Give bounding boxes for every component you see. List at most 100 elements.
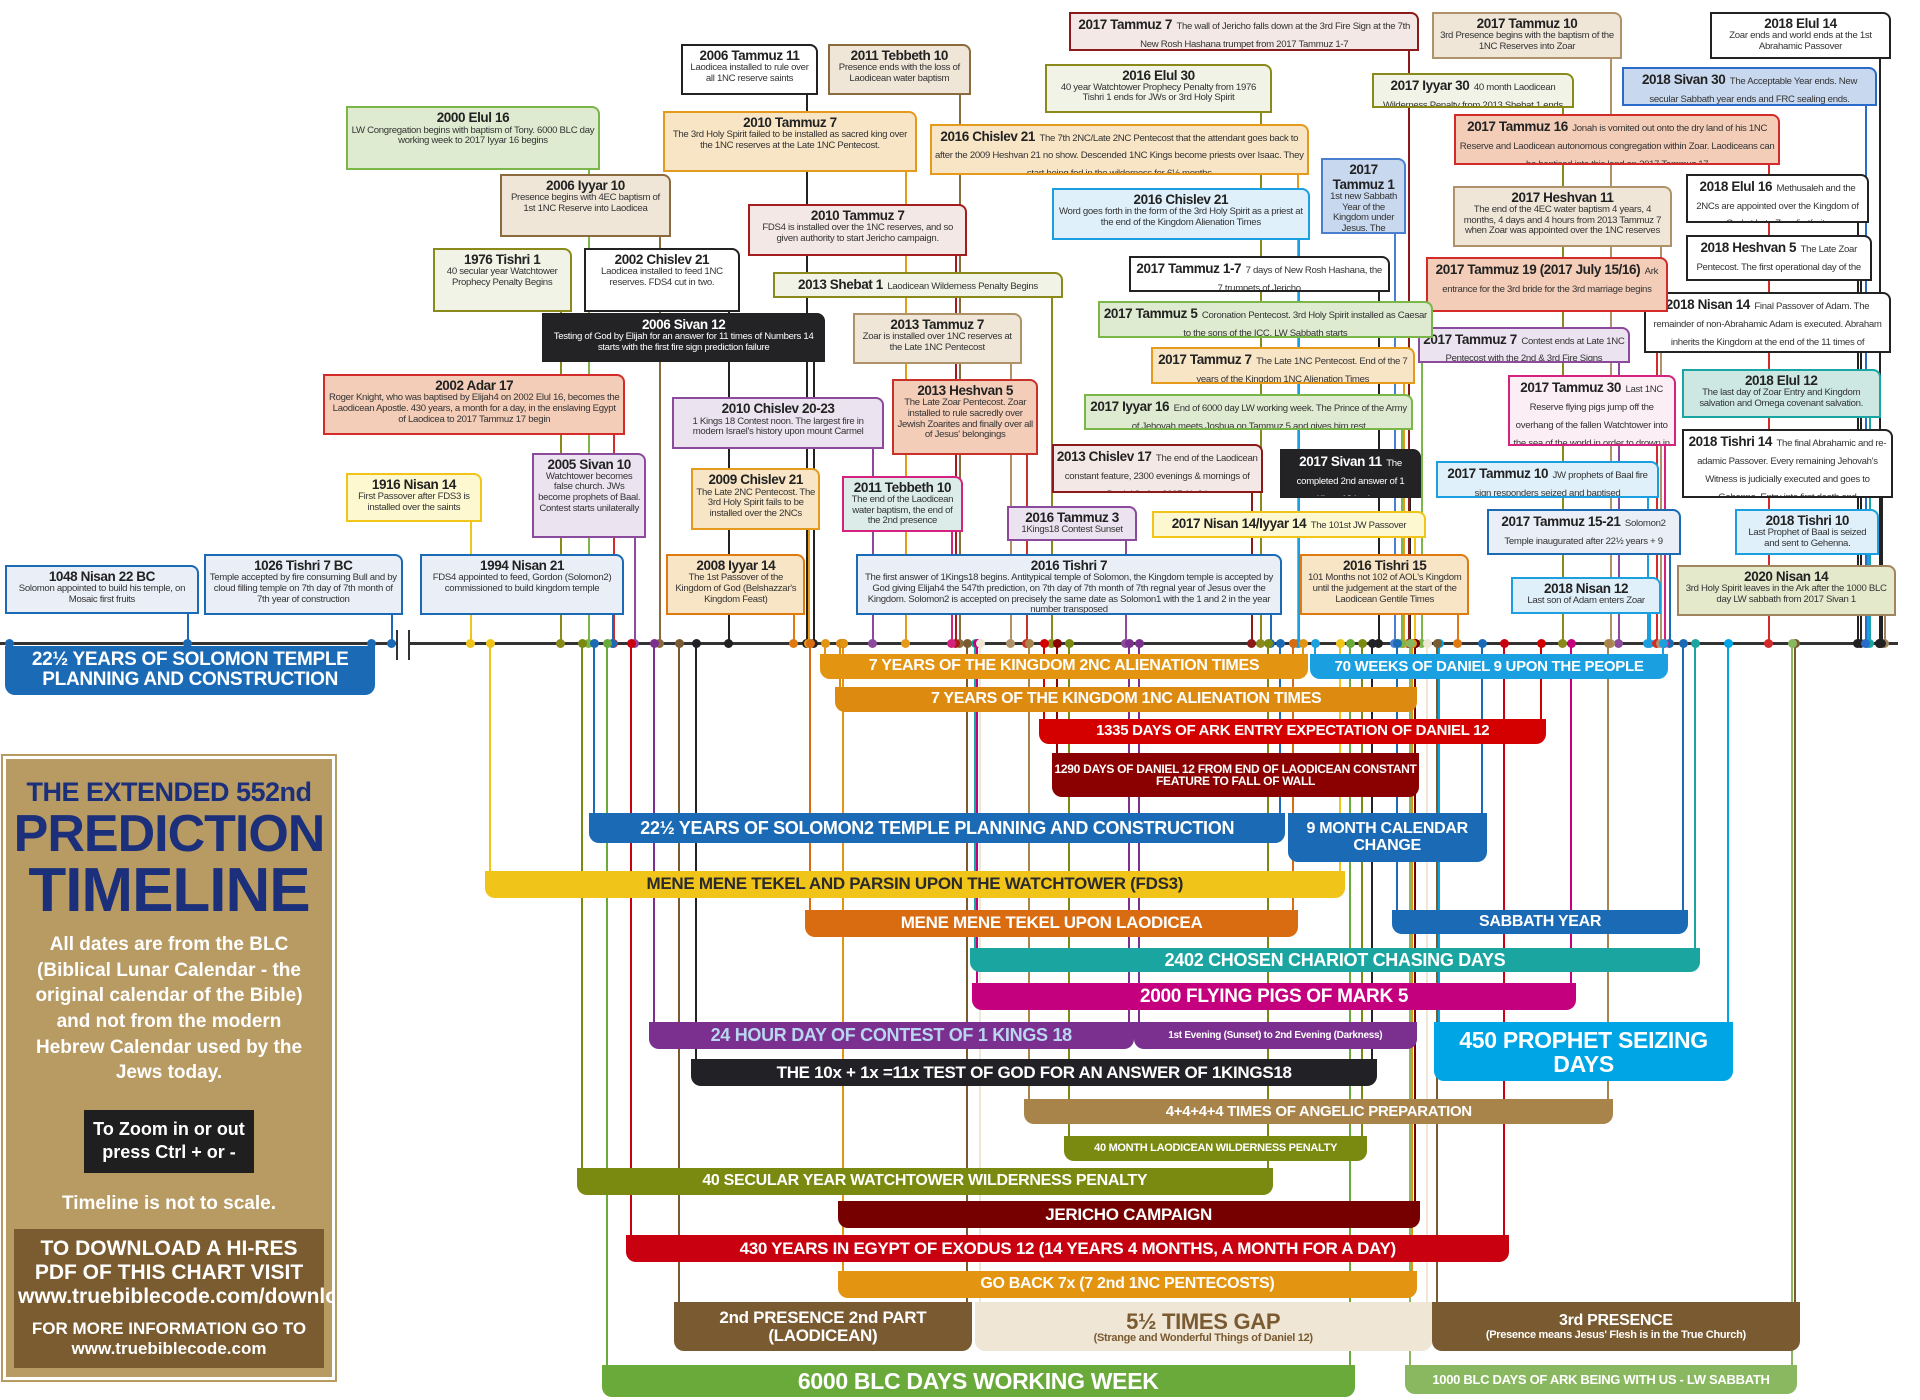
timeline-date-marker (1860, 639, 1870, 648)
event-connector-line (871, 448, 874, 643)
event-description: 40 month Laodicean Wilderness Penalty fr… (1382, 82, 1563, 108)
event-connector-line (1025, 454, 1028, 643)
timeline-date-marker (1373, 639, 1383, 648)
timeline-date-marker (1604, 639, 1614, 648)
period-bar: 1000 BLC DAYS OF ARK BEING WITH US - LW … (1404, 1364, 1798, 1395)
event-date: 2018 Elul 16 (1699, 178, 1773, 194)
event-description: The end of the 4EC water baptism 4 years… (1463, 204, 1662, 237)
timeline-date-marker (1246, 639, 1256, 648)
event-box: 2017 Nisan 14/Iyyar 14 The 101st JW Pass… (1152, 511, 1426, 539)
timeline-date-marker (1405, 639, 1415, 648)
event-box: 2017 Iyyar 16 End of 6000 day LW working… (1083, 393, 1414, 431)
period-end-line (966, 643, 969, 1303)
event-description: The completed 2nd answer of 1 Kings 18 i… (1296, 457, 1405, 496)
period-start-line (973, 643, 976, 948)
period-label: 3rd PRESENCE (1558, 1311, 1673, 1329)
event-connector-line (613, 435, 616, 643)
event-description: Methusaleh and the 2NCs are appointed ov… (1696, 182, 1859, 221)
timeline-date-marker (1040, 639, 1050, 648)
event-connector-line (1009, 364, 1012, 643)
event-description: Presence begins with 4EC baptism of 1st … (510, 191, 660, 214)
timeline-date-marker (627, 639, 637, 648)
event-date: 2017 Tammuz 15-21 (1501, 513, 1621, 529)
event-description: Watchtower becomes false church. JWs bec… (538, 470, 641, 514)
timeline-date-marker (1358, 639, 1368, 648)
period-start-line (809, 643, 812, 910)
period-label: THE 10x + 1x =11x TEST OF GOD FOR AN ANS… (776, 1062, 1292, 1082)
period-label: 430 YEARS IN EGYPT OF EXODUS 12 (14 YEAR… (739, 1238, 1397, 1258)
timeline-date-marker (1368, 639, 1378, 648)
event-date: 2000 Elul 16 (436, 110, 510, 126)
period-label: GO BACK 7x (7 2nd 1NC PENTECOSTS) (980, 1274, 1275, 1292)
event-box: 2017 Tammuz 1-7 7 days of New Rosh Hasha… (1128, 255, 1390, 293)
event-date: 2006 Tammuz 11 (699, 48, 800, 64)
event-box: 2017 Tammuz 15-21 Solomon2 Temple inaugu… (1486, 508, 1681, 556)
event-connector-line (793, 615, 796, 643)
period-bar: MENE MENE TEKEL AND PARSIN UPON THE WATC… (484, 870, 1345, 898)
event-box: 2013 Shebat 1 Laodicean Wilderness Penal… (773, 271, 1063, 299)
period-end-line (1726, 643, 1729, 1023)
event-date: 2017 Iyyar 16 (1090, 398, 1170, 414)
event-connector-line (1648, 613, 1651, 643)
event-date: 2018 Tishri 14 (1688, 434, 1773, 450)
period-end-line (1425, 643, 1428, 1303)
event-date: 2018 Elul 12 (1744, 373, 1818, 389)
period-start-line (593, 643, 596, 814)
event-description: 7 days of New Rosh Hashana, the 7 trumpe… (1217, 264, 1383, 293)
event-box: 2017 Tammuz 19 (2017 July 15/16) Ark ent… (1425, 256, 1669, 312)
download-link[interactable]: TO DOWNLOAD A HI-RES PDF OF THIS CHART V… (18, 1236, 413, 1308)
event-description: Laodicea installed to rule over all 1NC … (690, 62, 809, 84)
timeline-date-marker (975, 639, 985, 648)
timeline-date-marker (901, 639, 911, 648)
event-box: 2017 Tammuz 7 The Late 1NC Pentecost. En… (1151, 347, 1415, 385)
info-link[interactable]: FOR MORE INFORMATION GO TO www.truebible… (31, 1319, 307, 1359)
timeline-date-marker (963, 639, 973, 648)
event-description: Solomon2 Temple inaugurated after 22½ ye… (1504, 517, 1666, 547)
period-start-line (488, 643, 491, 871)
timeline-date-marker (1422, 639, 1432, 648)
event-date: 2017 Tammuz 7 (1158, 352, 1252, 368)
event-box: 2018 Heshvan 5 The Late Zoar Pentecost. … (1685, 234, 1872, 282)
period-label: 4+4+4+4 TIMES OF ANGELIC PREPARATION (1165, 1102, 1472, 1120)
period-label: MENE MENE TEKEL AND PARSIN UPON THE WATC… (646, 874, 1184, 894)
period-label: 22½ YEARS OF SOLOMON TEMPLE PLANNING AND… (31, 649, 349, 691)
period-start-line (1314, 643, 1317, 655)
event-date: 2011 Tebbeth 10 (853, 479, 952, 495)
event-box: 2017 Tammuz 5 Coronation Pentecost. 3rd … (1097, 300, 1434, 338)
period-label: 40 SECULAR YEAR WATCHTOWER WILDERNESS PE… (702, 1172, 1148, 1189)
event-box: 2017 Tammuz 16 Jonah is vomited out onto… (1454, 113, 1780, 166)
event-date: 2016 Chislev 21 (1133, 192, 1229, 208)
event-date: 1916 Nisan 14 (371, 477, 457, 493)
period-bar: 70 WEEKS OF DANIEL 9 UPON THE PEOPLE (1310, 654, 1669, 679)
event-connector-line (1407, 51, 1410, 643)
period-bar: 2402 CHOSEN CHARIOT CHASING DAYS (969, 947, 1701, 973)
event-date: 2016 Tammuz 3 (1025, 510, 1119, 526)
event-date: 2016 Tishri 15 (1342, 558, 1427, 574)
event-box: 2018 Elul 16 Methusaleh and the 2NCs are… (1685, 173, 1870, 223)
timeline-date-marker (1567, 639, 1577, 648)
event-description: The first answer of 1Kings18 begins. Ant… (864, 572, 1273, 616)
period-start-line (677, 643, 680, 1303)
timeline-date-marker (674, 639, 684, 648)
timeline-date-marker (1723, 639, 1733, 648)
timeline-date-marker (1664, 639, 1674, 648)
event-description: 40 year Watchtower Prophecy Penalty from… (1060, 81, 1257, 104)
period-bar: THE 10x + 1x =11x TEST OF GOD FOR AN ANS… (691, 1059, 1378, 1086)
event-date: 2017 Nisan 14/Iyyar 14 (1171, 516, 1307, 532)
event-date: 2006 Iyyar 10 (545, 177, 625, 193)
period-start-line (630, 643, 633, 1236)
timeline-date-marker (1263, 639, 1273, 648)
timeline-date-marker (1393, 639, 1403, 648)
timeline-date-marker (1453, 639, 1463, 648)
event-description: LW Congregation begins with baptism of T… (351, 124, 595, 147)
event-date: 2009 Chislev 21 (708, 472, 804, 488)
period-label: JERICHO CAMPAIGN (1045, 1204, 1213, 1224)
timeline-date-marker (1065, 639, 1074, 648)
